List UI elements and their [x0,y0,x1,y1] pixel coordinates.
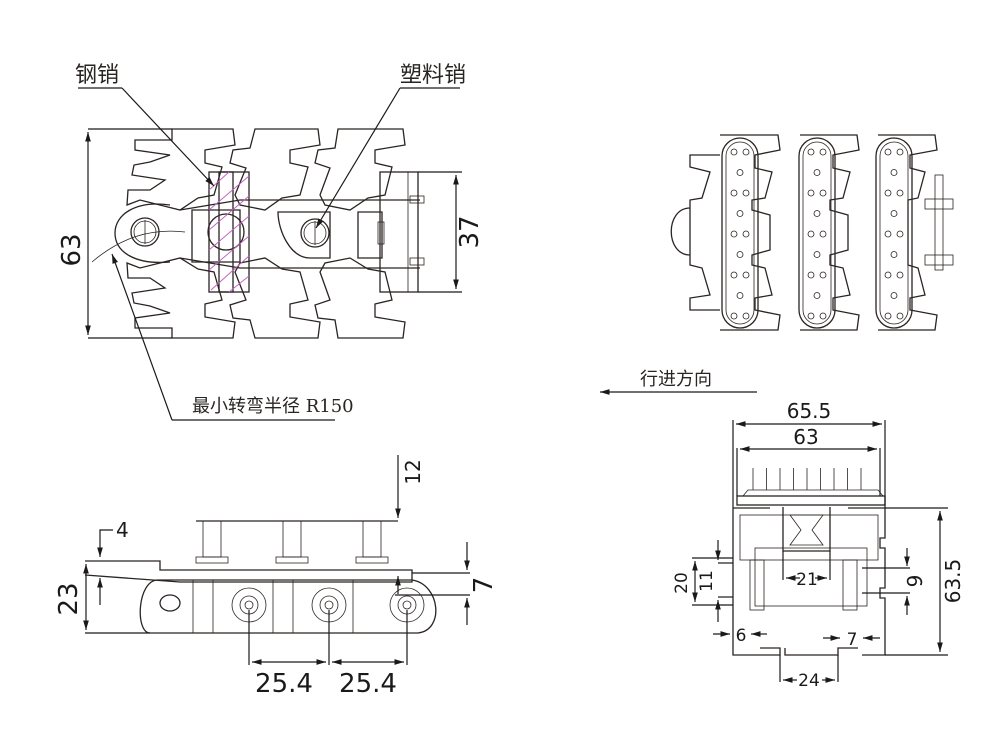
capsule-hole [807,189,815,197]
capsule-hole [813,169,821,176]
chain-links-top [91,128,425,339]
callout-steel-pin: 钢销 [75,63,215,187]
capsule-hole [819,230,827,238]
callout-turn-radius: 最小转弯半径 R150 [111,253,354,421]
steel-pin-section [207,171,250,293]
dim-4-label: 4 [116,518,129,542]
capsule-hole [884,230,892,238]
dim-right-slot: 9 [862,548,927,615]
dim-37-label: 37 [455,215,485,248]
dim-offset: 7 [395,542,499,625]
capsule-hole [890,251,898,258]
capsule-hole [736,292,744,299]
dim-side-height: 23 [54,564,150,634]
capsule-hole [896,230,904,238]
capsule-hole [884,271,892,279]
capsule-hole [896,148,904,156]
callout-plastic-pin: 塑料销 [315,63,466,229]
capsule-hole [807,230,815,238]
dim-6-label: 6 [736,626,747,646]
dim-total-height: 63.5 [885,507,965,656]
dim-23-label: 23 [54,582,84,615]
capsule-hole [807,148,815,156]
side-view: 4 23 12 7 25.4 [54,455,499,699]
dim-chain-width: 63 [736,425,881,496]
dim-pitch-1-label: 25.4 [255,669,313,699]
capsule-hole [819,189,827,197]
capsule-1 [721,137,759,329]
capsule-2 [798,137,836,329]
min-turn-radius-label: 最小转弯半径 R150 [192,396,354,417]
capsule-hole [742,189,750,197]
dim-24-label: 24 [798,671,820,691]
bottom-view [670,134,954,331]
chain-fins [752,468,862,490]
dim-7-section-label: 7 [847,630,858,650]
dim-21-label: 21 [796,570,818,590]
dim-20-label: 20 [672,572,692,594]
capsule-hole [736,210,744,217]
capsule-hole [813,210,821,217]
travel-direction: 行进方向 [600,369,757,395]
dim-63-label: 63 [57,233,87,266]
dim-12-label: 12 [401,459,425,484]
dim-left-slot: 20 11 [672,540,733,622]
capsule-hole [884,189,892,197]
top-view: 63 37 钢销 塑料销 最小转弯半径 R150 [57,63,485,421]
capsule-hole [896,312,904,320]
dim-pitch-2-label: 25.4 [339,669,397,699]
capsule-hole [807,312,815,320]
capsule-hole [819,271,827,279]
capsule-hole [890,292,898,299]
dim-7-label: 7 [469,577,499,594]
capsule-holes [730,148,904,320]
capsule-hole [730,230,738,238]
capsule-hole [736,251,744,258]
dim-9-label: 9 [903,575,927,588]
capsule-hole [730,312,738,320]
capsule-hole [742,230,750,238]
capsule-hole [896,189,904,197]
dim-11-label: 11 [697,570,717,592]
dim-pitch: 25.4 25.4 [248,610,408,699]
capsule-hole [730,148,738,156]
dim-left-wall: 6 [713,626,767,646]
dim-65-5-label: 65.5 [787,399,832,423]
capsule-hole [813,292,821,299]
capsule-hole [742,312,750,320]
capsule-hole [813,251,821,258]
capsule-hole [807,271,815,279]
dim-63-section-label: 63 [793,425,818,449]
capsule-hole [890,169,898,176]
plastic-pin-label: 塑料销 [400,63,466,88]
section-view: 65.5 63 63.5 21 20 [672,399,965,691]
capsule-hole [736,169,744,176]
capsule-3 [875,137,913,329]
dim-center-gap: 21 [782,551,831,590]
steel-pin-label: 钢销 [75,63,119,88]
capsule-hole [884,312,892,320]
dim-plate-thickness: 4 [97,518,129,605]
capsule-hole [884,148,892,156]
capsule-hole [819,148,827,156]
capsule-hole [896,271,904,279]
capsule-hole [730,189,738,197]
dim-link-width: 37 [418,171,485,293]
dim-bottom-gap: 24 [779,655,839,691]
capsule-hole [742,271,750,279]
capsule-hole [819,312,827,320]
capsule-hole [742,148,750,156]
dim-outer-width: 65.5 [732,399,886,508]
travel-direction-label: 行进方向 [640,369,712,390]
capsule-hole [890,210,898,217]
dim-pin-top: 12 [395,455,425,518]
capsule-hole [730,271,738,279]
dim-63-5-label: 63.5 [941,559,965,604]
dim-top-width: 63 [57,128,172,339]
dim-right-wall: 7 [823,630,880,650]
